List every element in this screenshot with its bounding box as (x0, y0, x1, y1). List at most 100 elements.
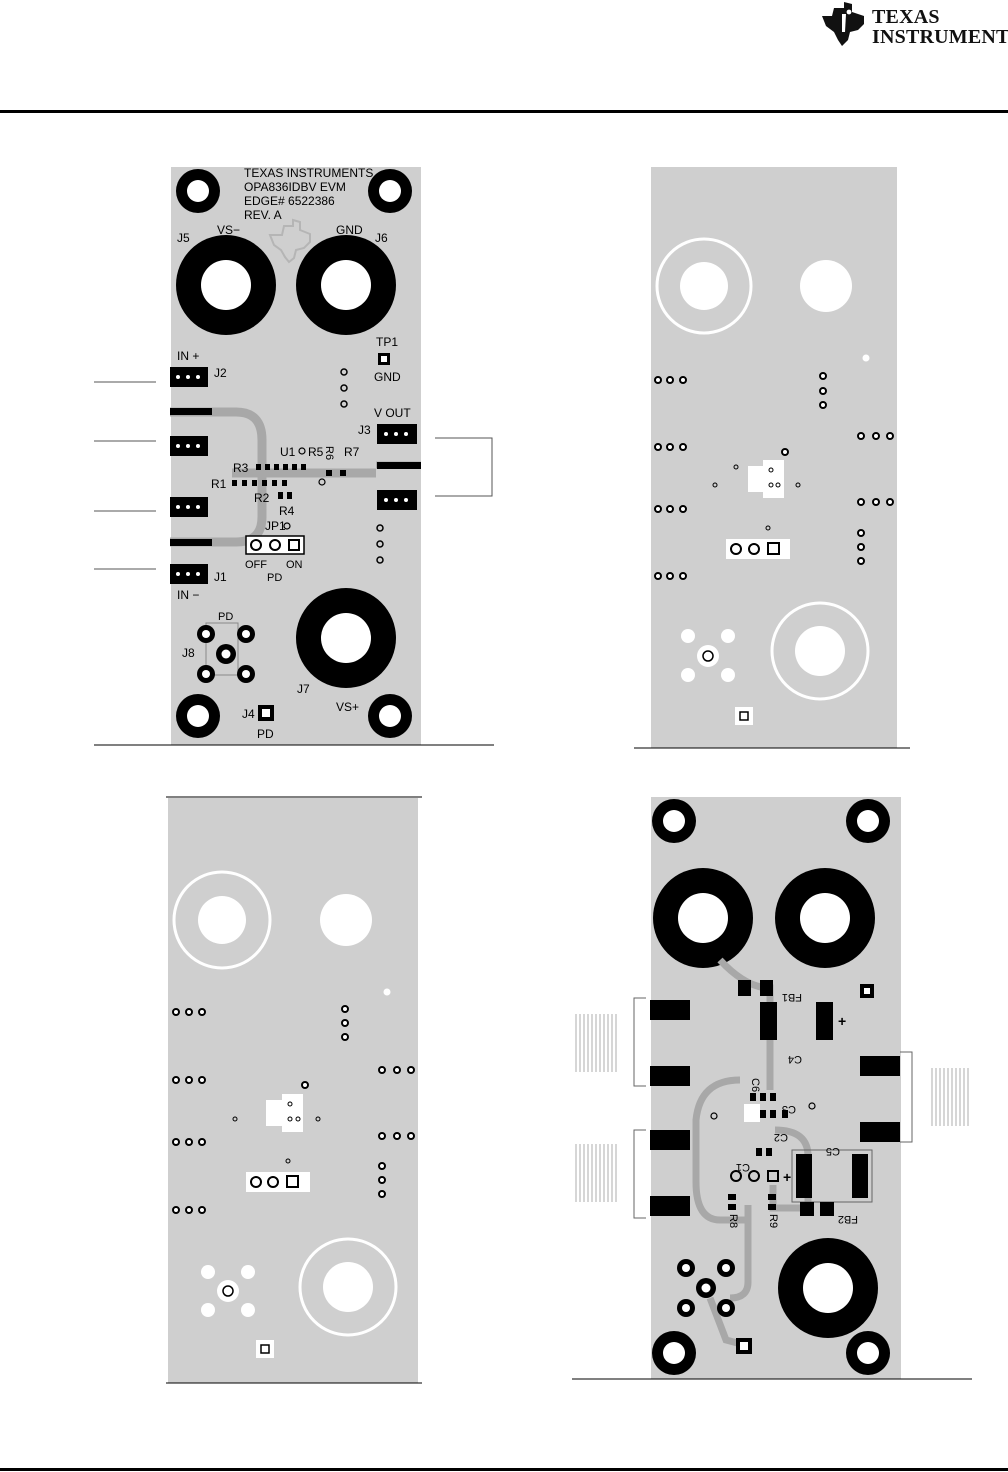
c1-pad (748, 1170, 760, 1182)
label-off: OFF (245, 559, 267, 571)
mounting-hole (176, 694, 220, 738)
footer-rule (0, 1468, 1008, 1471)
board-title-4: REV. A (244, 208, 282, 222)
j8-outline (205, 622, 239, 676)
logo-line-2: INSTRUMENTS (872, 26, 1008, 48)
sma-strip (170, 539, 212, 546)
board-title-3: EDGE# 6522386 (244, 194, 335, 208)
label-c1: C1 (736, 1161, 750, 1173)
via (376, 556, 384, 564)
tp-clearance (862, 354, 870, 362)
sma-bracket (633, 1129, 646, 1219)
label-c2: C2 (774, 1131, 788, 1143)
label-gnd-tp: GND (374, 370, 401, 384)
label-r3: R3 (233, 461, 249, 475)
c4-pad (816, 1002, 833, 1040)
fb1-pad (738, 980, 751, 996)
label-c6: C6 (749, 1078, 761, 1092)
j6-banana-jack (296, 235, 396, 335)
j7-banana-jack (296, 588, 396, 688)
mounting-clearance (795, 626, 845, 676)
label-v-out: V OUT (374, 406, 411, 420)
banana-jack (775, 868, 875, 968)
label-j8: J8 (182, 646, 195, 660)
hatch-area (574, 1012, 970, 1204)
label-r6: R6 (323, 446, 335, 460)
r8-pad (728, 1204, 736, 1210)
header-rule (0, 110, 1008, 113)
fb2-pad (820, 1202, 834, 1216)
label-plus-c1: + (783, 1169, 791, 1185)
via-array (654, 372, 894, 580)
label-j1: J1 (214, 570, 227, 584)
label-r1: R1 (211, 477, 227, 491)
sma-pads (650, 1000, 900, 1216)
ti-watermark-icon (268, 218, 311, 264)
label-r9: R9 (767, 1214, 779, 1228)
u1-clearance (266, 1094, 303, 1132)
ground-layer-2 (634, 167, 910, 749)
label-r2: R2 (254, 491, 270, 505)
label-j4: J4 (242, 707, 255, 721)
board-title-2: OPA836IDBV EVM (244, 180, 346, 194)
label-c3: C3 (782, 1103, 796, 1115)
r8-pad (728, 1194, 736, 1200)
label-c4: C4 (788, 1053, 802, 1065)
label-vs-plus: VS+ (336, 700, 359, 714)
jp1-footprint (726, 539, 790, 559)
top-silkscreen-layer: TEXAS INSTRUMENTS OPA836IDBV EVM EDGE# 6… (94, 166, 494, 746)
u1-clearance (744, 1104, 760, 1122)
tp-clearance (383, 988, 391, 996)
c1-pad (730, 1170, 742, 1182)
plane-cutouts (172, 870, 398, 1337)
mounting-clearance (198, 896, 246, 944)
jp1-jumper (245, 535, 305, 555)
via (376, 540, 384, 548)
logo-line-1: TEXAS (872, 6, 940, 28)
label-j5: J5 (177, 231, 190, 245)
sma-bracket (633, 997, 646, 1087)
via (710, 1112, 718, 1120)
mounting-clearance (323, 1262, 373, 1312)
ti-state-icon (822, 2, 864, 46)
label-plus-c4: + (838, 1013, 846, 1029)
mounting-hole (846, 799, 890, 843)
via (318, 478, 326, 486)
label-j3: J3 (358, 423, 371, 437)
fb1-pad (760, 980, 773, 996)
via (298, 447, 306, 455)
r9-pad (768, 1194, 776, 1200)
c5-pad (852, 1154, 868, 1198)
label-vs-minus: VS− (217, 223, 240, 237)
bottom-layer: FB1 + C4 C6 C3 C2 C5 C1 + R8 R9 FB2 (572, 797, 972, 1380)
mounting-clearance (800, 260, 852, 312)
label-fb2: FB2 (838, 1213, 858, 1225)
via (340, 368, 348, 376)
board-outline (168, 798, 418, 1383)
smd-pads (750, 1093, 788, 1156)
label-r5: R5 (308, 445, 324, 459)
label-j6: J6 (375, 231, 388, 245)
sma-clearance (201, 1265, 255, 1317)
label-jp1: JP1 (265, 519, 286, 533)
label-r4: R4 (279, 504, 295, 518)
via (808, 1102, 816, 1110)
u1-clearance (748, 460, 784, 498)
label-u1: U1 (280, 445, 296, 459)
label-r8: R8 (727, 1214, 739, 1228)
mounting-hole (368, 169, 412, 213)
j4-clearance (735, 707, 753, 725)
c4-pad (760, 1002, 777, 1040)
c1-pad (767, 1170, 779, 1182)
banana-jack (778, 1238, 878, 1338)
sma-clearance (681, 629, 735, 682)
label-on: ON (286, 559, 303, 571)
label-pd-jp1: PD (267, 572, 282, 584)
j8-sma-connector (197, 625, 255, 683)
mounting-hole (176, 169, 220, 213)
sma-connector (677, 1259, 735, 1317)
r9-pad (768, 1204, 776, 1210)
plane-cutouts (655, 237, 870, 701)
label-j7: J7 (297, 682, 310, 696)
label-fb1: FB1 (782, 991, 802, 1003)
